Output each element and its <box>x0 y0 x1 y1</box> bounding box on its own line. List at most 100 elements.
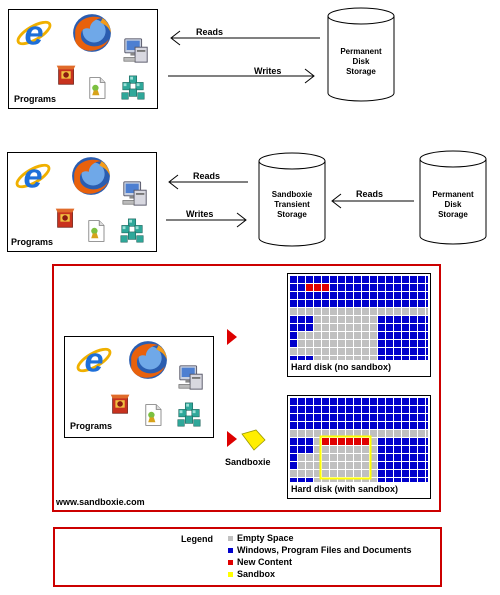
disk-cell <box>338 438 345 445</box>
red-pointer-icon-top <box>227 329 237 345</box>
disk-cell <box>394 300 401 307</box>
disk-cell <box>298 430 305 437</box>
disk-cell <box>306 300 313 307</box>
hard-disk-no-sandbox-panel: Hard disk (no sandbox) <box>287 273 431 377</box>
disk-cell <box>426 316 428 323</box>
programs-box-1: Programs <box>8 9 158 109</box>
disk-cell <box>370 478 377 482</box>
disk-cell <box>370 462 377 469</box>
disk-cell <box>290 414 297 421</box>
disk-cell <box>410 422 417 429</box>
disk-cell <box>402 462 409 469</box>
disk-cell <box>330 292 337 299</box>
disk-cell <box>290 284 297 291</box>
reads-label-1: Reads <box>196 27 224 37</box>
legend-items: Empty Space Windows, Program Files and D… <box>228 532 411 580</box>
disk-cell <box>394 478 401 482</box>
disk-cell <box>298 316 305 323</box>
disk-cell <box>394 308 401 315</box>
disk-cell <box>290 340 297 347</box>
disk-cell <box>394 348 401 355</box>
disk-cell <box>338 462 345 469</box>
disk-cell <box>410 462 417 469</box>
disk-cell <box>330 356 337 360</box>
disk-cell <box>314 348 321 355</box>
disk-cell <box>314 316 321 323</box>
disk-cell <box>322 292 329 299</box>
disk-cell <box>298 356 305 360</box>
disk-cell <box>338 414 345 421</box>
disk-cell <box>306 316 313 323</box>
disk-cell <box>346 398 353 405</box>
document-icon <box>85 76 109 100</box>
disk-cell <box>378 430 385 437</box>
disk-cell <box>330 462 337 469</box>
disk-cell <box>370 414 377 421</box>
disk-cell <box>330 430 337 437</box>
disk-cell <box>426 332 428 339</box>
disk-cell <box>298 398 305 405</box>
disk-cell <box>306 422 313 429</box>
disk-cell <box>402 324 409 331</box>
disk-cell <box>322 478 329 482</box>
document-icon <box>141 403 165 427</box>
disk-cell <box>338 478 345 482</box>
disk-cell <box>394 276 401 283</box>
disk-cell <box>314 406 321 413</box>
disk-cell <box>306 356 313 360</box>
disk-cell <box>410 446 417 453</box>
disk-cell <box>410 398 417 405</box>
disk-cell <box>362 406 369 413</box>
disk-cell <box>418 478 425 482</box>
internet-explorer-icon <box>75 341 113 379</box>
disk-cell <box>314 284 321 291</box>
disk-cell <box>386 300 393 307</box>
disk-cell <box>418 470 425 477</box>
disk-cell <box>418 356 425 360</box>
disk-cell <box>322 276 329 283</box>
disk-cell <box>362 316 369 323</box>
disk-cell <box>306 438 313 445</box>
permanent-storage-cylinder-1 <box>327 7 395 102</box>
disk-cell <box>370 292 377 299</box>
disk-cell <box>354 356 361 360</box>
disk-cell <box>346 316 353 323</box>
disk-cell <box>322 284 329 291</box>
disk-cell <box>410 454 417 461</box>
disk-cell <box>338 356 345 360</box>
disk-cell <box>386 462 393 469</box>
disk-cell <box>394 284 401 291</box>
disk-cell <box>322 422 329 429</box>
disk-cell <box>426 292 428 299</box>
disk-cell <box>378 284 385 291</box>
disk-cell <box>314 324 321 331</box>
disk-cell <box>338 446 345 453</box>
disk-cell <box>362 284 369 291</box>
disk-cell <box>298 348 305 355</box>
disk-cell <box>378 316 385 323</box>
disk-cell <box>402 406 409 413</box>
disk-cell <box>418 406 425 413</box>
disk-cell <box>322 454 329 461</box>
disk-cell <box>418 316 425 323</box>
computer-icon <box>121 179 149 207</box>
disk-cell <box>306 454 313 461</box>
disk-cell <box>410 406 417 413</box>
disk-cell <box>370 340 377 347</box>
disk-cell <box>354 398 361 405</box>
disk-cell <box>298 324 305 331</box>
disk-cell <box>306 430 313 437</box>
disk-cell <box>298 300 305 307</box>
disk-cell <box>314 332 321 339</box>
disk-cell <box>354 284 361 291</box>
legend-item: Empty Space <box>228 532 411 544</box>
disk-cell <box>410 316 417 323</box>
disk-cell <box>298 284 305 291</box>
disk-cell <box>354 430 361 437</box>
disk-cell <box>418 284 425 291</box>
disk-cell <box>330 340 337 347</box>
disk-cell <box>378 276 385 283</box>
disk-cell <box>426 398 428 405</box>
disk-cell <box>362 430 369 437</box>
disk-cell <box>370 324 377 331</box>
